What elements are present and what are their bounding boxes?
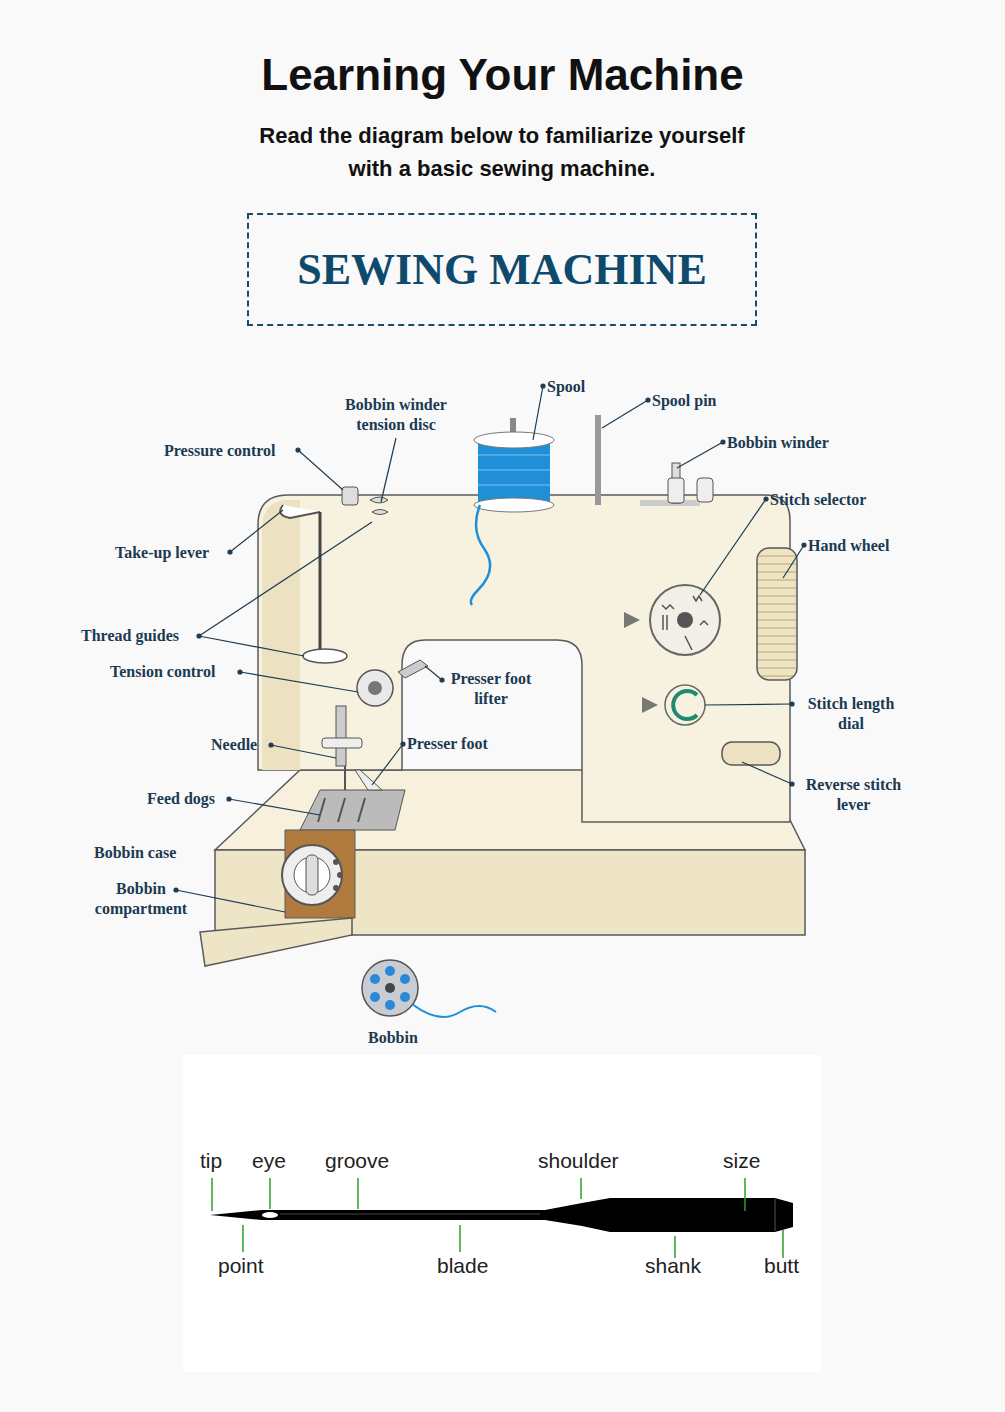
part-label: Spool [547, 377, 585, 397]
part-label: Hand wheel [808, 536, 889, 556]
part-label: Bobbin case [94, 843, 176, 863]
needle-part-label: blade [437, 1254, 488, 1278]
needle-part-label: shoulder [538, 1149, 619, 1173]
part-label: Bobbin winder tension disc [331, 395, 461, 435]
needle-part-label: size [723, 1149, 760, 1173]
part-label: Feed dogs [147, 789, 215, 809]
part-label: Needle [211, 735, 257, 755]
needle-part-label: point [218, 1254, 264, 1278]
part-label: Bobbin winder [727, 433, 829, 453]
part-label: Stitch selector [770, 490, 866, 510]
part-label: Reverse stitch lever [796, 775, 911, 815]
title-box: SEWING MACHINE [247, 213, 757, 326]
part-label: Spool pin [652, 391, 716, 411]
part-label: Presser foot lifter [445, 669, 537, 709]
needle-part-label: eye [252, 1149, 286, 1173]
needle-part-label: tip [200, 1149, 222, 1173]
needle-part-label: shank [645, 1254, 701, 1278]
part-label: Bobbin compartment [82, 879, 200, 919]
part-label: Thread guides [81, 626, 179, 646]
box-heading: SEWING MACHINE [297, 244, 707, 295]
part-label: Tension control [110, 662, 215, 682]
needle-part-label: butt [764, 1254, 799, 1278]
part-label: Presser foot [407, 734, 488, 754]
part-label: Bobbin [368, 1028, 418, 1048]
part-label: Stitch length dial [796, 694, 906, 734]
subtitle: Read the diagram below to familiarize yo… [247, 119, 757, 185]
needle-part-label: groove [325, 1149, 389, 1173]
part-label: Pressure control [164, 441, 276, 461]
part-label: Take-up lever [115, 543, 209, 563]
page-title: Learning Your Machine [0, 50, 1005, 100]
